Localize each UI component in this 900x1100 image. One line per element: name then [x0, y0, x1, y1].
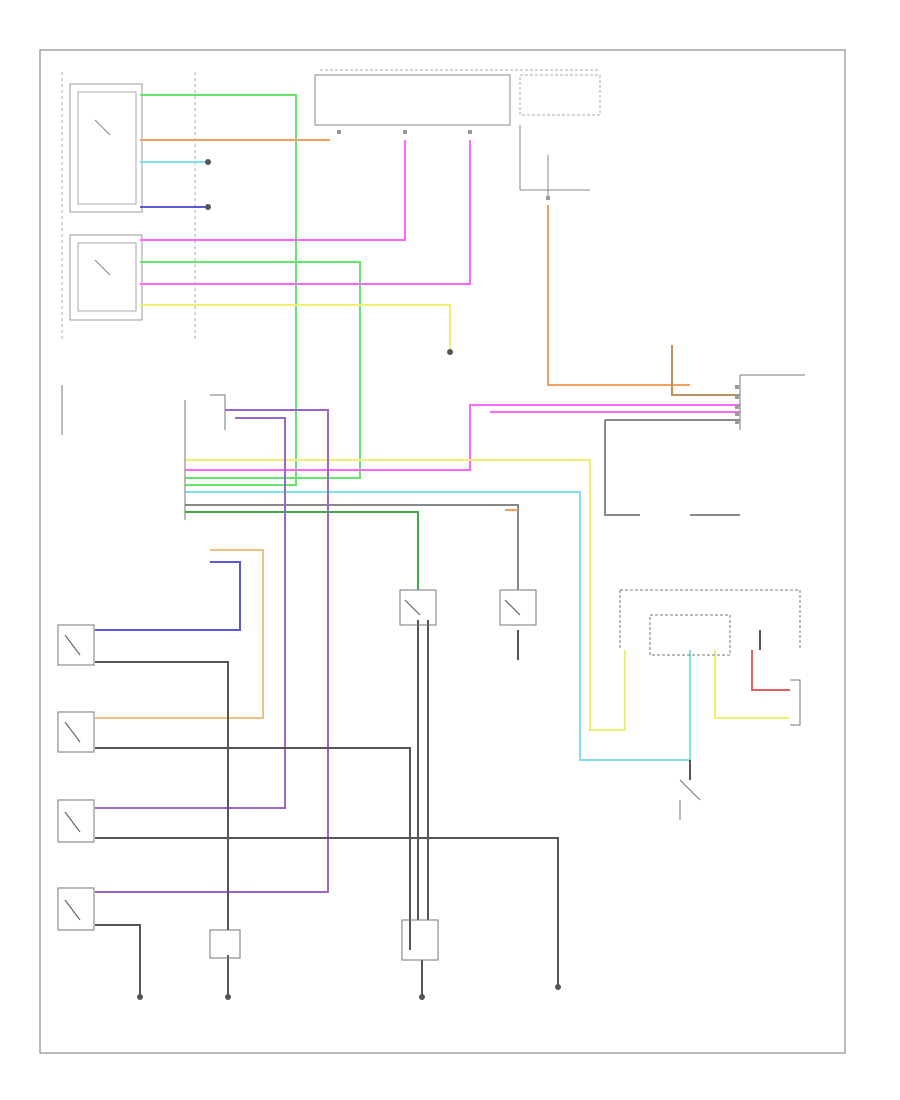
pin-markers — [337, 130, 739, 424]
wire-blk-1 — [95, 661, 229, 930]
door-switch-lr — [57, 887, 95, 931]
wire-org-2 — [547, 205, 690, 386]
wire-tan-2 — [95, 549, 264, 719]
wire-ltblu-2 — [185, 491, 691, 761]
switch-blades — [64, 599, 521, 921]
wire-blk-3 — [95, 837, 559, 985]
wire-pnk-2 — [140, 140, 471, 285]
door-switch-rf — [57, 624, 95, 666]
door-switch-lf — [57, 711, 95, 753]
fuse-panel — [314, 69, 601, 200]
wire-grn-1 — [140, 94, 297, 486]
wire-blk-6 — [417, 620, 429, 920]
ground-terminals — [137, 159, 561, 1000]
right-module — [619, 589, 801, 650]
wire-pnk-1 — [140, 140, 406, 241]
wire-yel-3 — [714, 650, 790, 719]
door-ajar-switch — [499, 589, 537, 626]
diagram-border — [39, 49, 846, 1054]
right-connector-2 — [790, 679, 801, 726]
wire-red-1 — [751, 650, 790, 691]
relay-box-left — [61, 72, 196, 340]
wire-dkgrn-1 — [185, 511, 419, 590]
key-switch — [399, 589, 437, 626]
wire-tan-1 — [671, 345, 740, 396]
wire-blk-2 — [95, 747, 411, 950]
ground-connector-1 — [209, 929, 241, 959]
wire-pur-2 — [95, 417, 286, 809]
wire-yel-2 — [185, 459, 626, 731]
wire-gry-1 — [604, 419, 740, 516]
wires — [95, 94, 790, 995]
components — [57, 374, 805, 961]
wire-gry-2 — [185, 504, 519, 590]
wire-blk-4 — [95, 924, 141, 995]
wire-pur-1 — [95, 409, 329, 893]
wire-grn-2 — [140, 261, 361, 479]
ground-connector-2 — [401, 919, 439, 961]
door-switch-rr — [57, 799, 95, 843]
wire-blu-2 — [95, 561, 241, 631]
right-bottom-switch — [679, 779, 701, 820]
right-connector — [739, 374, 805, 430]
right-submodule — [649, 614, 731, 656]
wire-yel-1 — [140, 304, 451, 350]
bcm-module — [61, 385, 226, 520]
